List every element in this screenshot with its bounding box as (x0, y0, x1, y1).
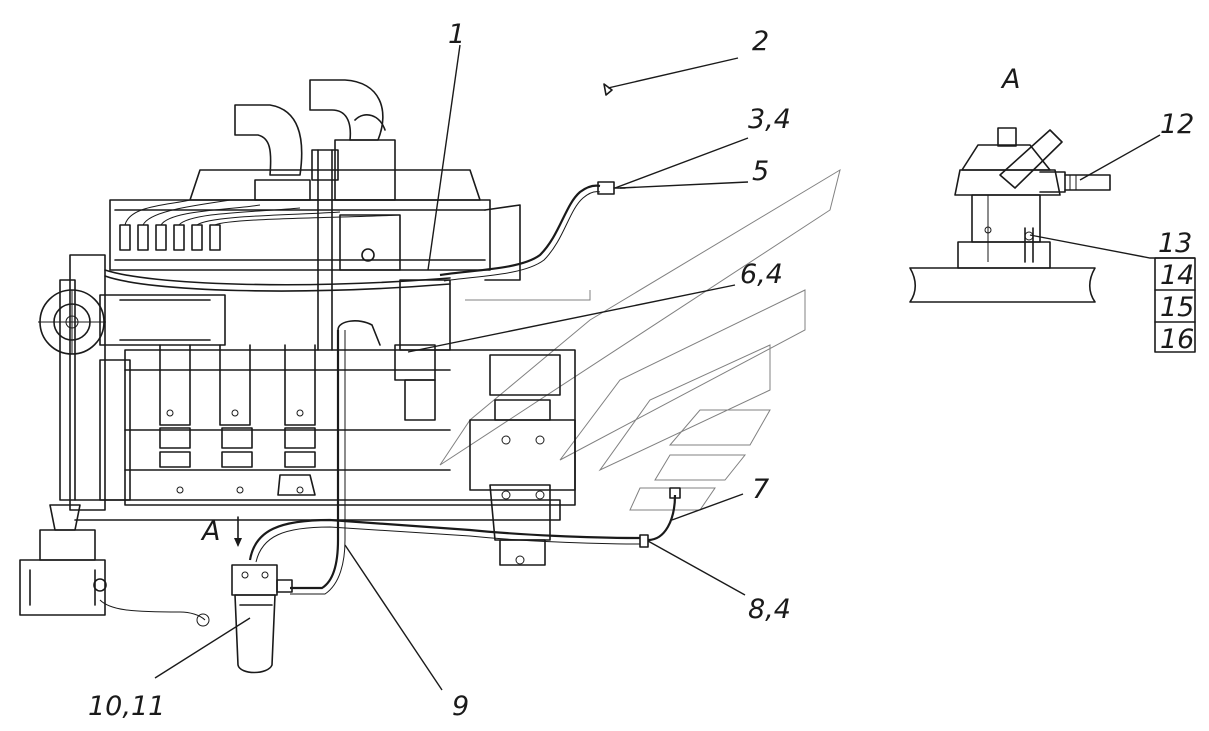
engine-assembly (19, 79, 576, 627)
label-3-4: 3,4 (748, 104, 791, 135)
label-8-4: 8,4 (748, 594, 791, 625)
fuel-filter-head-center (394, 279, 451, 421)
remote-fuel-filter (231, 564, 293, 674)
fuel-line-lower-7 (248, 487, 681, 563)
fuel-line-vertical-9 (290, 320, 381, 595)
label-15: 15 (1160, 292, 1194, 323)
label-13: 13 (1158, 228, 1192, 259)
label-9: 9 (452, 691, 469, 722)
leader-lines (154, 44, 1195, 691)
injector-row (119, 199, 401, 251)
detail-view-a (909, 127, 1111, 303)
label-12: 12 (1160, 109, 1194, 140)
fuel-line-upper (439, 184, 601, 282)
bolt-markers (166, 409, 545, 565)
label-5: 5 (752, 156, 769, 187)
view-a-label-main: A (200, 516, 220, 547)
exhaust-elbow-left (234, 104, 311, 201)
exhaust-elbow-right (309, 79, 396, 201)
label-6-4: 6,4 (740, 259, 783, 290)
label-2: 2 (752, 26, 769, 57)
label-14: 14 (1160, 260, 1194, 291)
label-1: 1 (448, 19, 465, 50)
label-10-11: 10,11 (88, 691, 165, 722)
clip-2 (603, 83, 613, 96)
watermark-logo (439, 168, 841, 511)
view-a-label-detail: A (1000, 64, 1020, 95)
view-a-arrow (234, 516, 242, 547)
callout-labels: 1 2 3,4 5 6,4 7 8,4 9 10,11 12 13 14 15 … (88, 19, 1194, 722)
label-16: 16 (1160, 324, 1194, 355)
label-7: 7 (752, 474, 769, 505)
engine-mount-front (19, 504, 107, 616)
